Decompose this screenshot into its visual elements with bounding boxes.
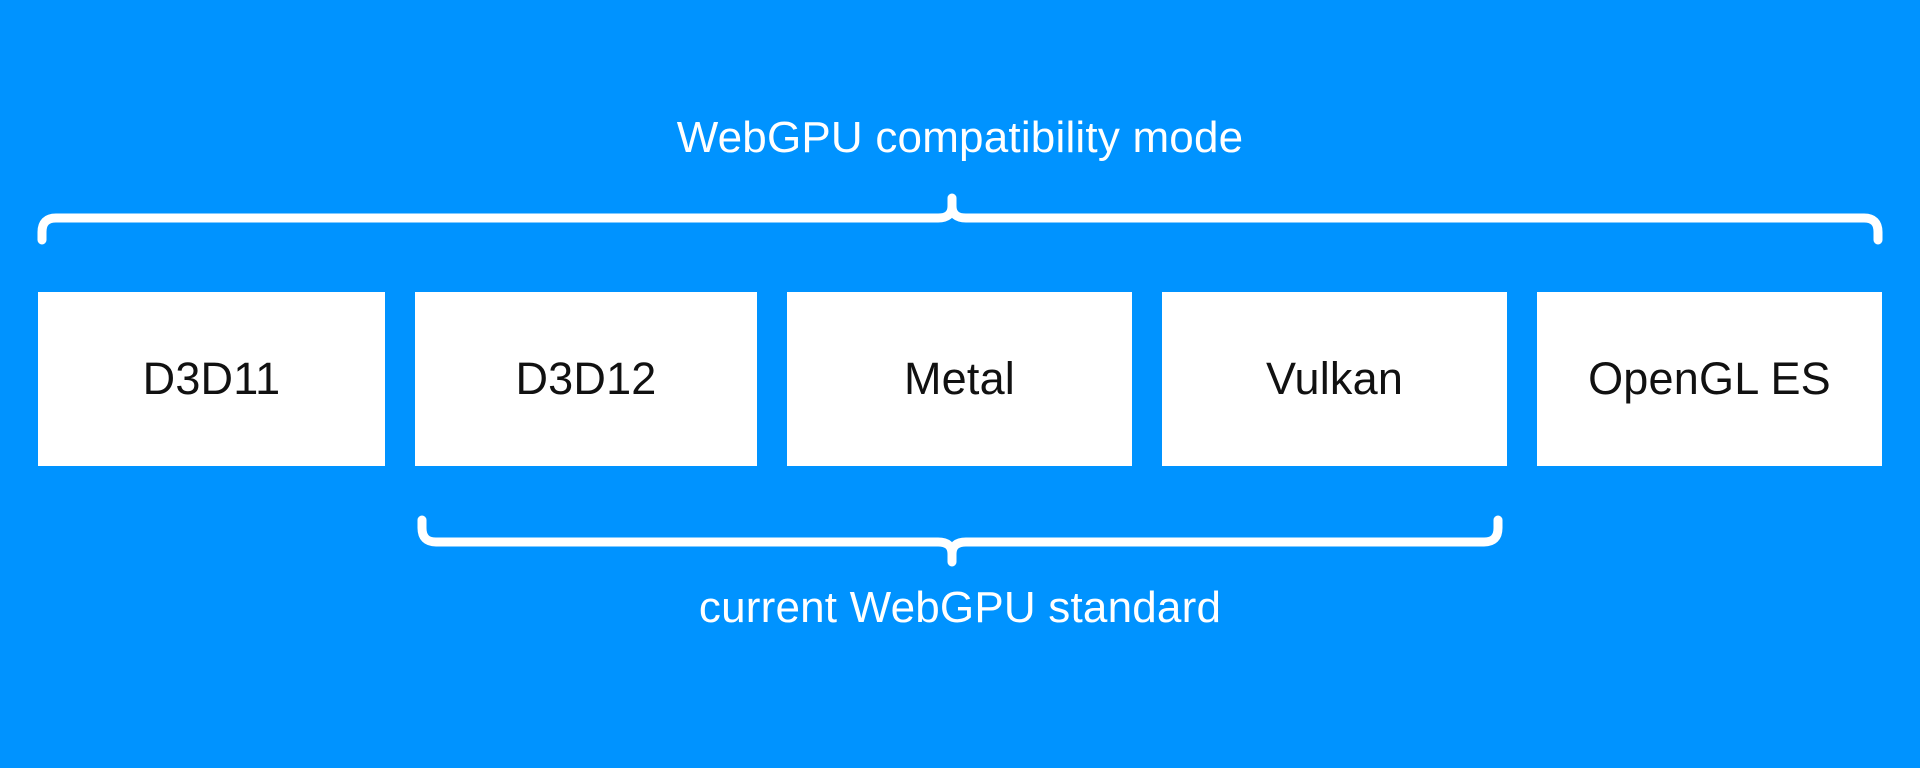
api-box-d3d12[interactable]: D3D12 [415,292,757,466]
bottom-brace-label: current WebGPU standard [698,583,1222,632]
api-box-label: Metal [903,353,1016,404]
top-curly-brace-icon [37,193,1883,245]
api-box-label: D3D12 [515,353,657,404]
api-box-label: OpenGL ES [1588,353,1831,404]
bottom-curly-brace-icon [417,515,1503,567]
api-box-label: D3D11 [142,353,281,404]
api-box-row: D3D11 D3D12 Metal Vulkan OpenGL ES [38,292,1882,466]
api-box-vulkan[interactable]: Vulkan [1162,292,1507,466]
top-brace-label: WebGPU compatibility mode [676,113,1244,162]
api-box-d3d11[interactable]: D3D11 [38,292,385,466]
api-box-opengl-es[interactable]: OpenGL ES [1537,292,1882,466]
api-box-label: Vulkan [1265,353,1404,404]
api-box-metal[interactable]: Metal [787,292,1132,466]
